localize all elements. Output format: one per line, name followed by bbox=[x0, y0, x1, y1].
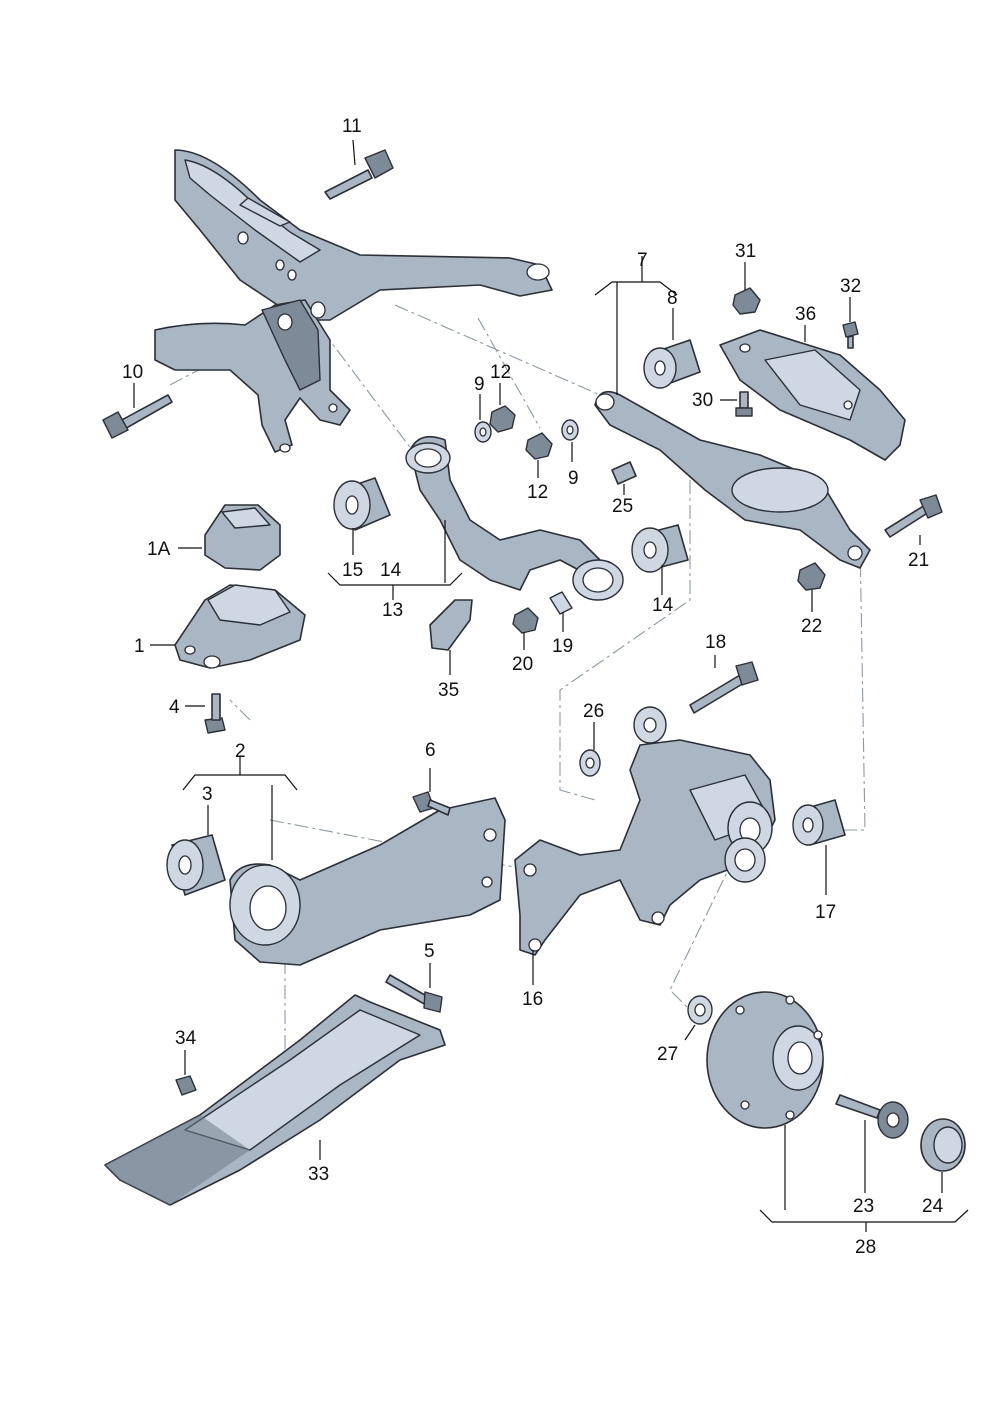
callout-2: 2 bbox=[235, 741, 246, 762]
wheel-bearing-hub-28 bbox=[706, 991, 824, 1129]
bolt-18 bbox=[689, 661, 759, 714]
nut-22 bbox=[797, 562, 826, 591]
cap-24 bbox=[920, 1118, 966, 1172]
hub-bolt-23 bbox=[835, 1094, 909, 1139]
bolt-30 bbox=[735, 391, 753, 417]
mount-bracket-1 bbox=[174, 584, 306, 669]
callout-28: 28 bbox=[855, 1237, 876, 1258]
callout-5: 5 bbox=[424, 941, 435, 962]
clip-35 bbox=[429, 599, 473, 651]
callout-11: 11 bbox=[342, 116, 362, 137]
bushing-8 bbox=[643, 339, 701, 389]
callout-23: 23 bbox=[853, 1196, 874, 1217]
callout-20: 20 bbox=[512, 654, 533, 675]
wheel-carrier-16 bbox=[514, 706, 776, 956]
nut-31 bbox=[732, 287, 761, 315]
bolt-5 bbox=[385, 974, 443, 1013]
callout-1A: 1A bbox=[147, 539, 171, 560]
callout-8: 8 bbox=[667, 288, 678, 309]
spring-plate-36 bbox=[719, 329, 906, 461]
clip-34 bbox=[175, 1075, 197, 1096]
callout-27: 27 bbox=[657, 1044, 678, 1065]
callout-18: 18 bbox=[705, 632, 726, 653]
callout-1: 1 bbox=[134, 636, 145, 657]
callout-4: 4 bbox=[169, 697, 180, 718]
lower-control-arm-7 bbox=[594, 390, 871, 569]
callout-9-left: 9 bbox=[474, 374, 485, 395]
callout-3: 3 bbox=[202, 784, 213, 805]
callout-22: 22 bbox=[801, 616, 822, 637]
stop-1A bbox=[204, 504, 281, 571]
callout-21: 21 bbox=[908, 550, 929, 571]
callout-12-top: 12 bbox=[490, 362, 511, 383]
callout-17: 17 bbox=[815, 902, 836, 923]
bolt-6 bbox=[412, 791, 451, 816]
bushing-14 bbox=[631, 524, 689, 573]
callout-34: 34 bbox=[175, 1028, 197, 1049]
washer-27 bbox=[687, 995, 713, 1025]
callout-15: 15 bbox=[342, 560, 363, 581]
nut-20 bbox=[512, 607, 539, 634]
callout-16: 16 bbox=[522, 989, 543, 1010]
washer-26 bbox=[579, 749, 601, 777]
callout-30: 30 bbox=[692, 390, 713, 411]
callout-31: 31 bbox=[735, 241, 756, 262]
callout-35: 35 bbox=[438, 680, 459, 701]
subframe bbox=[154, 149, 553, 453]
callout-25: 25 bbox=[612, 496, 633, 517]
washer-9-right bbox=[561, 419, 579, 441]
callout-26: 26 bbox=[583, 701, 604, 722]
callout-12-bottom: 12 bbox=[527, 482, 548, 503]
callout-6: 6 bbox=[425, 740, 436, 761]
callout-9-right: 9 bbox=[568, 468, 579, 489]
callout-labels: 11 10 31 32 36 30 7 8 12 9 12 9 25 21 22… bbox=[122, 116, 944, 1258]
callout-14-right: 14 bbox=[652, 595, 674, 616]
bracket-19 bbox=[549, 591, 573, 615]
callout-33: 33 bbox=[308, 1164, 329, 1185]
bushing-15 bbox=[333, 477, 391, 531]
bolt-10 bbox=[102, 394, 173, 439]
washer-9-left bbox=[474, 421, 492, 443]
bushing-3 bbox=[166, 834, 226, 896]
leader-lines bbox=[133, 139, 969, 1232]
callout-32: 32 bbox=[840, 276, 861, 297]
callout-14-left: 14 bbox=[380, 560, 402, 581]
upper-control-arm-13 bbox=[405, 435, 624, 601]
callout-10: 10 bbox=[122, 362, 143, 383]
callout-24: 24 bbox=[922, 1196, 944, 1217]
bushing-17 bbox=[792, 799, 846, 846]
sleeve-25 bbox=[611, 461, 637, 485]
nut-12-top bbox=[489, 405, 516, 433]
bolt-11 bbox=[324, 149, 394, 200]
trailing-arm-2 bbox=[229, 797, 506, 966]
callout-13: 13 bbox=[382, 600, 403, 621]
callout-7: 7 bbox=[637, 250, 648, 271]
bolt-21 bbox=[884, 494, 943, 538]
callout-19: 19 bbox=[552, 636, 573, 657]
bolt-32 bbox=[842, 321, 859, 349]
bolt-4 bbox=[204, 693, 226, 734]
callout-36: 36 bbox=[795, 304, 816, 325]
underbody-cover-33 bbox=[104, 994, 446, 1206]
nut-12-bottom bbox=[525, 432, 553, 460]
